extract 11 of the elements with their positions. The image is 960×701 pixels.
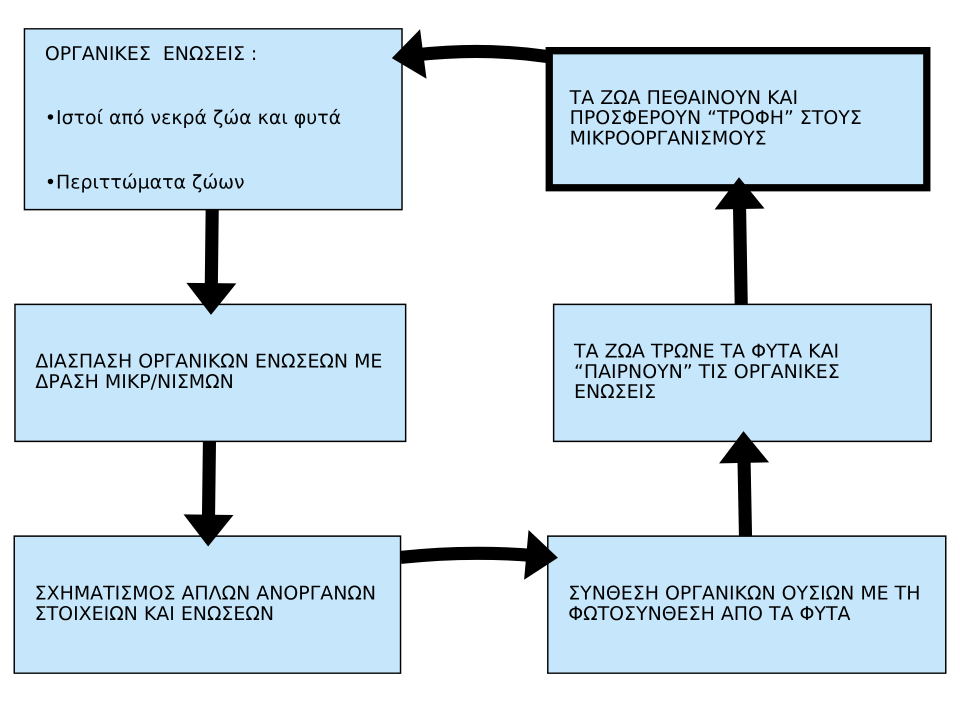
node-box: ΤΑ ΖΩΑ ΠΕΘΑΙΝΟΥΝ ΚΑΙ ΠΡΟΣΦΕΡΟΥΝ “ΤΡΟΦΗ” ΣΤΟΥΣ ΜΙΚΡΟΟΡΓΑΝΙΣΜΟΥΣ [546,46,930,191]
arrow [719,430,770,536]
arrow [400,530,558,580]
node-box: ΣΧΗΜΑΤΙΣΜΟΣ ΑΠΛΩΝ ΑΝΟΡΓΑΝΩΝ ΣΤΟΙΧΕΙΩΝ ΚΑΙ ΕΝΩΣΕΩΝ [14,534,402,674]
arrow [184,441,234,546]
arrow [714,176,765,304]
node-box: ΔΙΑΣΠΑΣΗ ΟΡΓΑΝΙΚΩΝ ΕΝΩΣΕΩΝ ΜΕ ΔΡΑΣΗ ΜΙΚΡ/ΝΙΣΜΩΝ [14,303,406,442]
arrow [186,209,236,314]
node-box: ΟΡΓΑΝΙΚΕΣ ΕΝΩΣΕΙΣ : •Ιστοί από νεκρά ζώα και φυτά •Περιττώματα ζώων [24,28,403,210]
node-box: ΤΑ ΖΩΑ ΤΡΩΝΕ ΤΑ ΦΥΤΑ ΚΑΙ “ΠΑΙΡΝΟΥΝ” ΤΙΣ ΟΡΓΑΝΙΚΕΣ ΕΝΩΣΕΙΣ [552,303,932,442]
node-box: ΣΥΝΘΕΣΗ ΟΡΓΑΝΙΚΩΝ ΟΥΣΙΩΝ ΜΕ ΤΗ ΦΩΤΟΣΥΝΘΕΣΗ ΑΠΟ ΤΑ ΦΥΤΑ [547,534,946,674]
